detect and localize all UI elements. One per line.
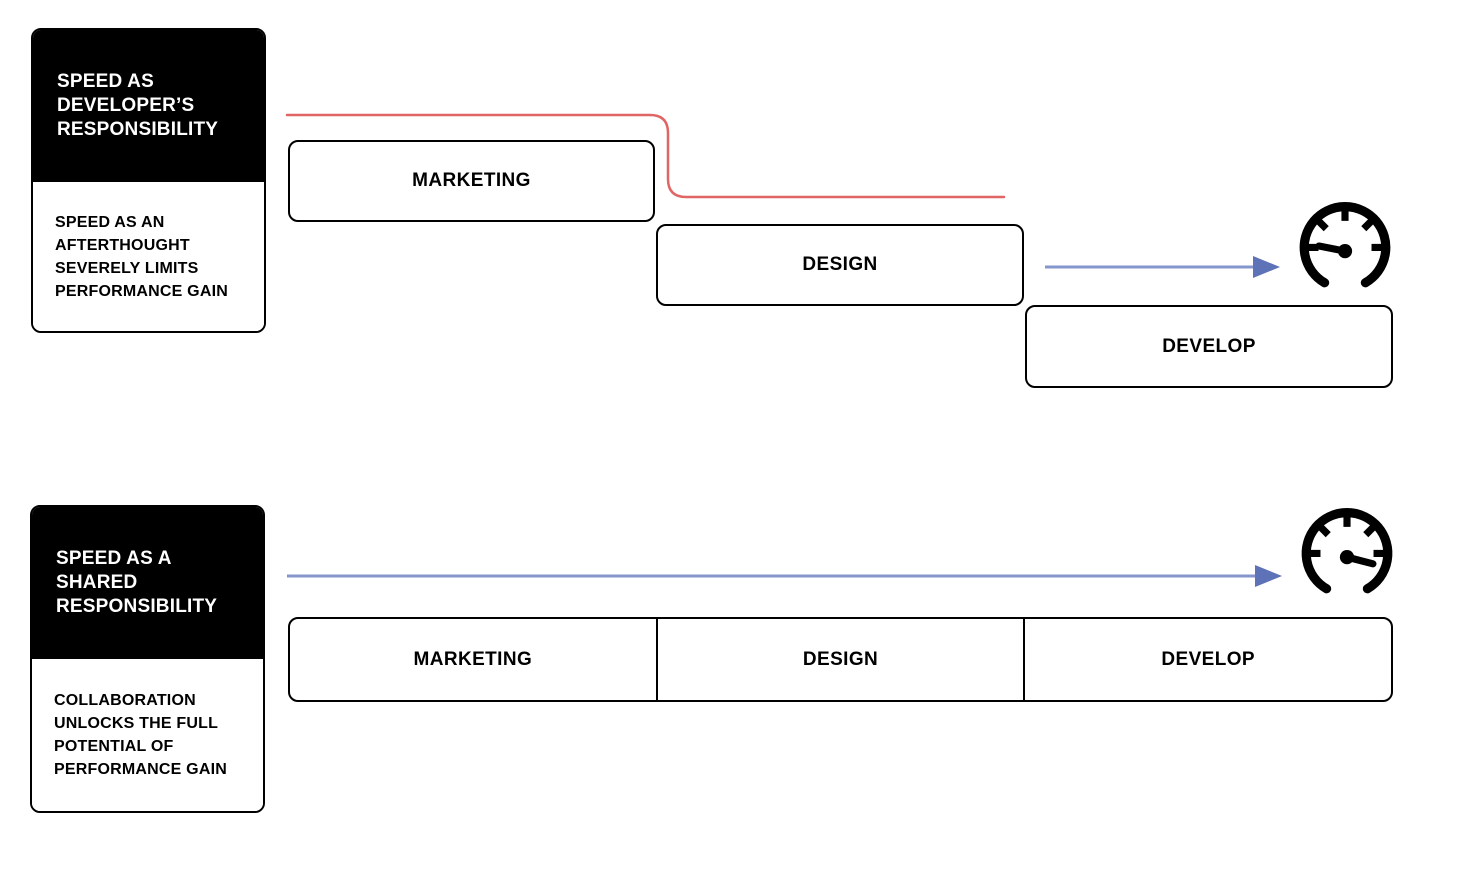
phase-row-b: MARKETING DESIGN DEVELOP [288, 617, 1393, 702]
scenario-b-title-panel: SPEED AS A SHARED RESPONSIBILITY [32, 507, 263, 659]
scenario-b-description-panel: COLLABORATION UNLOCKS THE FULL POTENTIAL… [32, 659, 263, 811]
scenario-a-title-panel: SPEED AS DEVELOPER’S RESPONSIBILITY [33, 30, 264, 182]
scenario-a-description-panel: SPEED AS AN AFTERTHOUGHT SEVERELY LIMITS… [33, 182, 264, 331]
speed-arrow-a-head [1253, 256, 1280, 278]
speed-arrow-a [1045, 256, 1280, 278]
scenario-a-card: SPEED AS DEVELOPER’S RESPONSIBILITY SPEE… [31, 28, 266, 333]
phase-box-marketing-a: MARKETING [288, 140, 655, 222]
phase-box-design-a: DESIGN [656, 224, 1024, 306]
speed-arrow-b-head [1255, 565, 1282, 587]
scenario-b-card: SPEED AS A SHARED RESPONSIBILITY COLLABO… [30, 505, 265, 813]
scenario-a-description: SPEED AS AN AFTERTHOUGHT SEVERELY LIMITS… [55, 213, 228, 300]
speedometer-slow-icon [1299, 202, 1391, 288]
scenario-b-description: COLLABORATION UNLOCKS THE FULL POTENTIAL… [54, 692, 227, 778]
speedometer-fast-icon [1301, 508, 1393, 594]
phase-cell-marketing-b: MARKETING [290, 619, 658, 700]
gauge-needle-hub [1337, 243, 1353, 259]
speed-arrow-b [287, 565, 1282, 587]
scenario-b-title: SPEED AS A SHARED RESPONSIBILITY [56, 548, 218, 617]
gauge-needle-hub [1339, 549, 1355, 565]
gauge-ticks [1303, 509, 1391, 558]
gauge-ticks [1301, 203, 1389, 252]
phase-cell-develop-b: DEVELOP [1161, 648, 1255, 670]
phase-box-develop-a: DEVELOP [1025, 305, 1393, 388]
scenario-a-title: SPEED AS DEVELOPER’S RESPONSIBILITY [57, 71, 219, 140]
phase-cell-design-b: DESIGN [658, 619, 1026, 700]
